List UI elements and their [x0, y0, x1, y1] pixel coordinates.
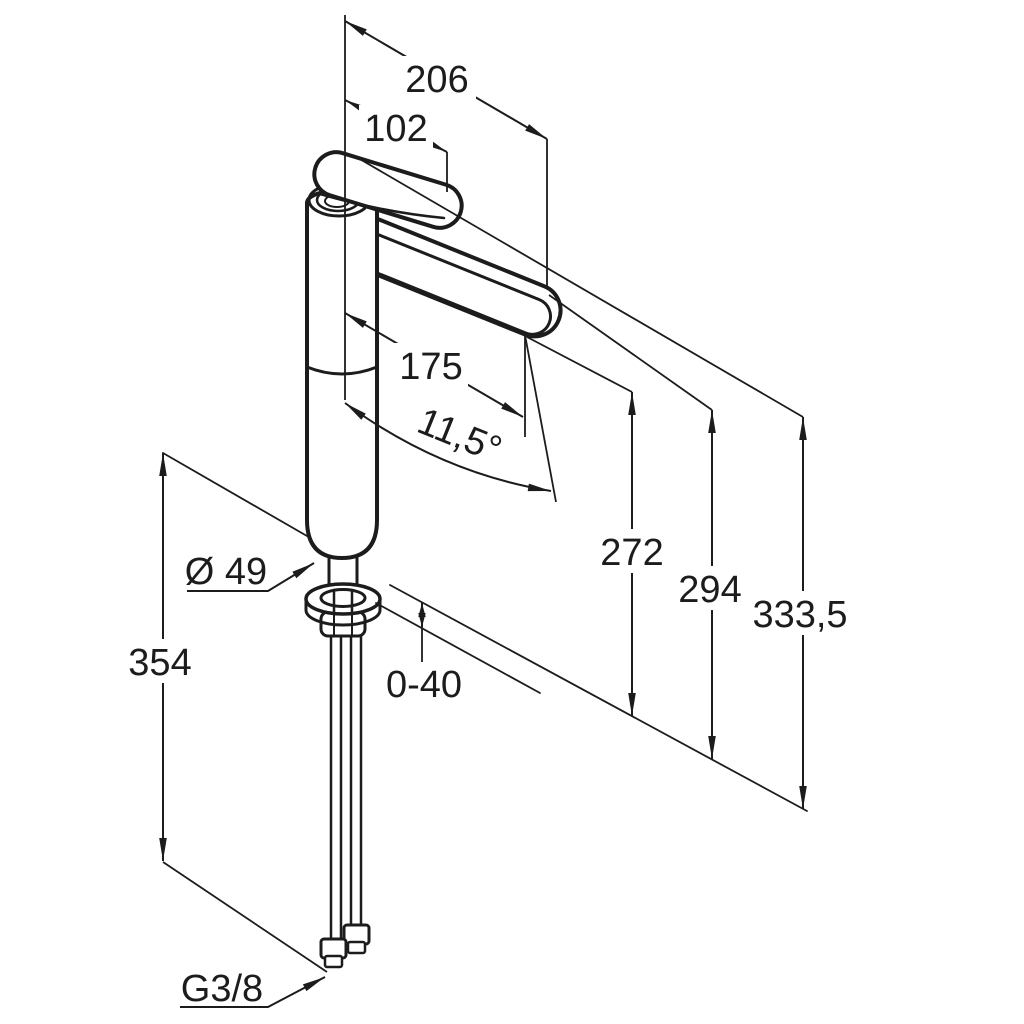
- threaded-rods: [332, 588, 354, 616]
- hose-connector-right: [342, 923, 371, 955]
- label-294: 294: [678, 569, 741, 611]
- leader-diameter-49: [187, 562, 315, 592]
- dimension-lines: [159, 20, 807, 1008]
- stream-angle-ray: [524, 334, 557, 503]
- label-206: 206: [405, 59, 468, 101]
- mounting-assembly: [304, 556, 382, 969]
- hose-connector-left: [319, 937, 348, 969]
- deck-top-line-left: [162, 452, 308, 537]
- extension-lines: [162, 15, 804, 973]
- text-backings: [132, 56, 842, 683]
- label-0-40: 0-40: [386, 664, 462, 706]
- label-175: 175: [399, 346, 462, 388]
- label-354: 354: [128, 642, 191, 684]
- faucet-handle: [312, 150, 464, 230]
- ext-hose-end: [162, 861, 328, 973]
- deck-top-line-right: [389, 584, 808, 812]
- label-g38: G3/8: [181, 968, 263, 1010]
- shank-tubes: [327, 556, 359, 585]
- handle-outline: [312, 150, 464, 230]
- label-272: 272: [600, 532, 663, 574]
- label-102: 102: [364, 108, 427, 150]
- ext-to-294: [548, 294, 713, 411]
- supply-hose-left: [329, 632, 343, 942]
- dim-arc-11-5: [344, 402, 552, 492]
- dimension-texts: 206 102 175 11,5° 272 294 333,5 354 Ø 49…: [128, 59, 847, 1010]
- label-333-5: 333,5: [752, 594, 847, 636]
- handle-detail-line: [318, 192, 446, 220]
- dimension-annotations: [132, 15, 842, 1008]
- deck-plane-lines: [162, 452, 808, 812]
- label-diameter-49: Ø 49: [185, 551, 267, 593]
- deck-bottom-line: [375, 602, 541, 694]
- ext-to-272: [526, 336, 633, 393]
- leader-g38: [180, 976, 326, 1008]
- supply-hose-right: [349, 632, 363, 929]
- base-washer: [304, 582, 382, 627]
- ext-to-333-5: [357, 157, 804, 418]
- label-11-5-deg: 11,5°: [412, 400, 508, 471]
